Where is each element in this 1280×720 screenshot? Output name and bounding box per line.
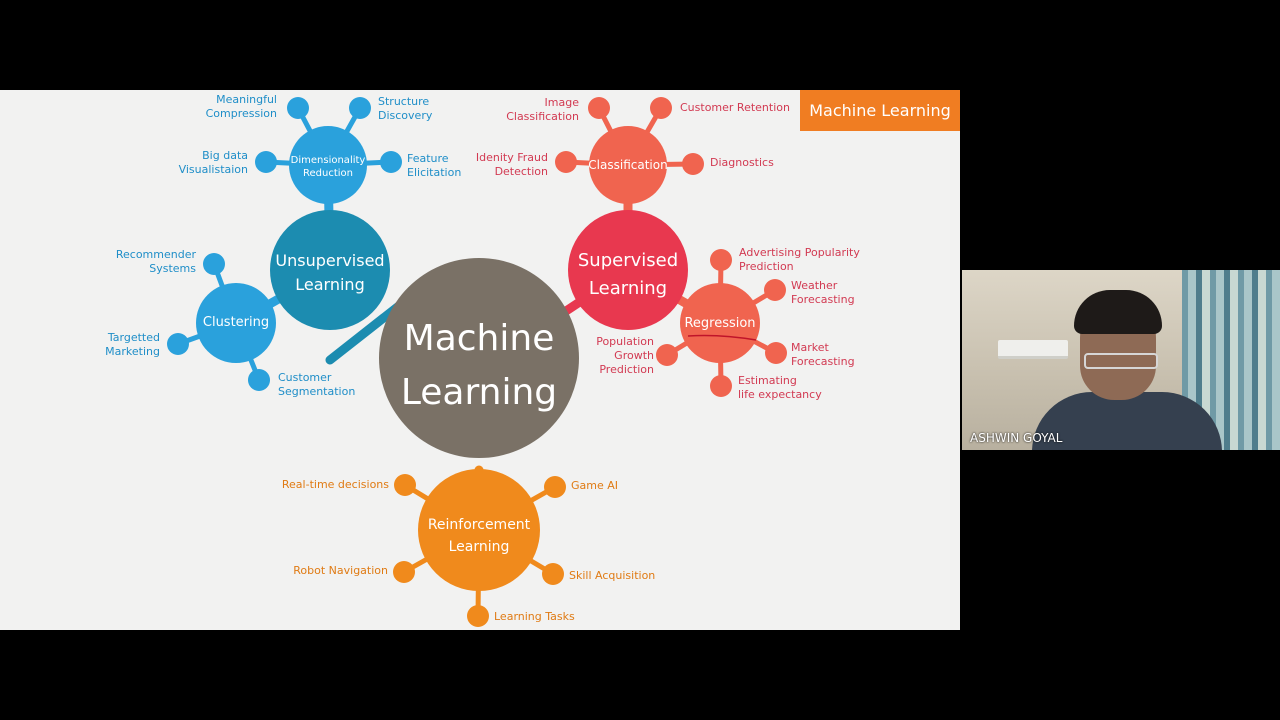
node-recommender-systems <box>203 253 225 275</box>
participant-video-tile[interactable]: ASHWIN GOYAL <box>962 270 1280 450</box>
connector-center-unsupervised <box>325 300 405 365</box>
reinforcement-label-line2: Learning <box>448 539 510 555</box>
mind-map-diagram <box>167 97 787 627</box>
participant-name-label: ASHWIN GOYAL <box>970 431 1063 445</box>
video-air-conditioner <box>998 340 1068 359</box>
node-advertising-popularity <box>710 249 732 271</box>
hub-clustering <box>196 283 276 363</box>
node-image-classification <box>588 97 610 119</box>
center-label-line2: Learning <box>400 372 558 413</box>
label-learning-tasks: Learning Tasks <box>494 610 575 623</box>
supervised-label-line1: Supervised <box>577 250 679 271</box>
node-feature-elicitation <box>380 151 402 173</box>
node-customer-segmentation <box>248 369 270 391</box>
node-population-growth <box>656 344 678 366</box>
classification-label: Classification <box>588 158 668 172</box>
hub-supervised-learning <box>568 210 688 330</box>
node-structure-discovery <box>349 97 371 119</box>
dimensionality-label-line2: Reduction <box>303 168 353 179</box>
hub-regression <box>680 283 760 363</box>
unsupervised-label-line1: Unsupervised <box>275 251 385 270</box>
hub-dimensionality-reduction <box>289 126 367 204</box>
unsupervised-label-line2: Learning <box>295 275 365 294</box>
hub-reinforcement-learning <box>418 469 540 591</box>
presentation-slide: Machine Learning Machine Learning Unsupe… <box>0 90 960 630</box>
label-diagnostics: Diagnostics <box>710 156 774 169</box>
hub-machine-learning <box>379 258 579 458</box>
label-robot-navigation: Robot Navigation <box>293 564 388 577</box>
label-customer-retention: Customer Retention <box>680 101 790 114</box>
regression-label: Regression <box>684 316 756 331</box>
participant-glasses <box>1084 353 1158 369</box>
participant-torso <box>1032 392 1222 450</box>
node-meaningful-compression <box>287 97 309 119</box>
node-market-forecasting <box>765 342 787 364</box>
node-identity-fraud-detection <box>555 151 577 173</box>
label-real-time-decisions: Real-time decisions <box>281 478 389 491</box>
hub-classification <box>589 126 667 204</box>
node-skill-acquisition <box>542 563 564 585</box>
node-life-expectancy <box>710 375 732 397</box>
annotation-underline <box>687 334 757 341</box>
center-label-line1: Machine <box>403 318 555 359</box>
label-skill-acquisition: Skill Acquisition <box>569 569 656 582</box>
node-robot-navigation <box>393 561 415 583</box>
node-diagnostics <box>682 153 704 175</box>
participant-hair <box>1074 290 1162 334</box>
slide-title-tag: Machine Learning <box>800 90 960 131</box>
supervised-label: Supervised Learning <box>568 247 688 303</box>
node-weather-forecasting <box>764 279 786 301</box>
unsupervised-label: Unsupervised Learning <box>270 249 390 297</box>
hub-unsupervised-learning <box>270 210 390 330</box>
clustering-label: Clustering <box>202 315 270 330</box>
node-customer-retention <box>650 97 672 119</box>
supervised-label-line2: Learning <box>588 278 668 299</box>
node-targetted-marketing <box>167 333 189 355</box>
node-big-data-visualisation <box>255 151 277 173</box>
node-game-ai <box>544 476 566 498</box>
center-label: Machine Learning <box>379 312 579 420</box>
dimensionality-label-line1: Dimensionality <box>290 155 366 166</box>
node-learning-tasks <box>467 605 489 627</box>
node-real-time-decisions <box>394 474 416 496</box>
reinforcement-label-line1: Reinforcement <box>427 517 531 533</box>
label-game-ai: Game AI <box>571 479 619 492</box>
reinforcement-label: Reinforcement Learning <box>414 514 544 558</box>
dimensionality-label: Dimensionality Reduction <box>288 154 368 180</box>
